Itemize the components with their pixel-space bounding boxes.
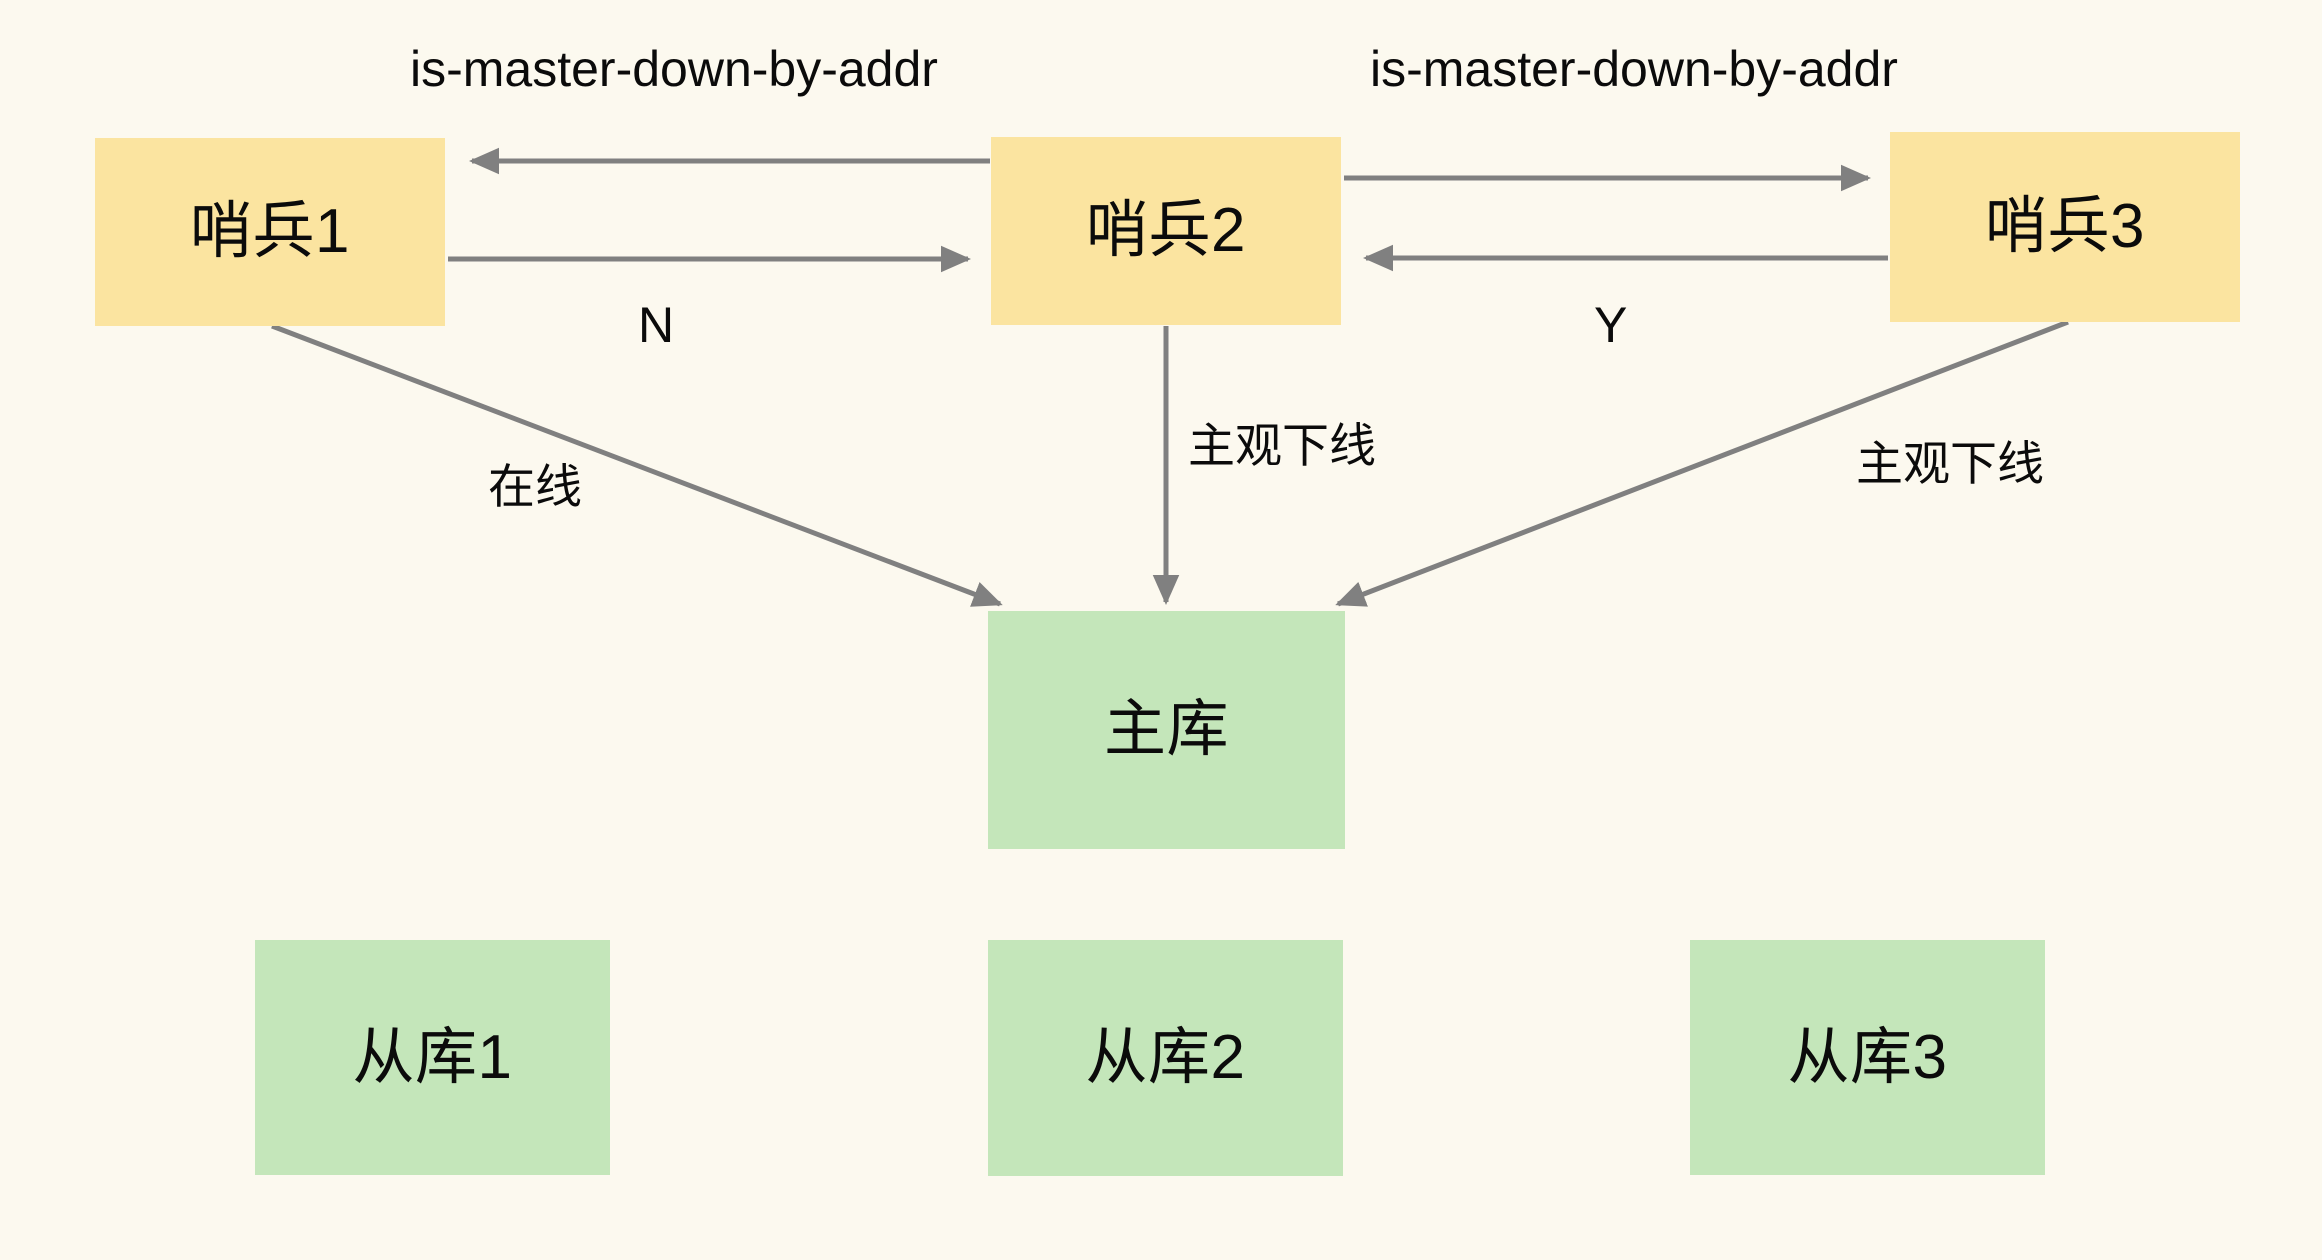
edge-label-right-query: is-master-down-by-addr [1370, 41, 1898, 97]
edge-sentinel1-to-master [271, 323, 1003, 607]
node-slave-db-1-label: 从库1 [352, 1022, 513, 1092]
node-slave-db-3[interactable]: 从库3 [1690, 940, 2045, 1175]
node-master-db[interactable]: 主库 [988, 611, 1345, 849]
node-sentinel-1-label: 哨兵1 [190, 197, 350, 266]
node-sentinel-1[interactable]: 哨兵1 [95, 138, 445, 326]
node-slave-db-2[interactable]: 从库2 [988, 940, 1343, 1176]
edge-label-sentinel3-sdown: 主观下线 [1856, 437, 2044, 490]
node-sentinel-3[interactable]: 哨兵3 [1890, 132, 2240, 322]
edge-label-left-vote: N [638, 297, 675, 353]
edge-label-sentinel2-sdown: 主观下线 [1188, 419, 1376, 472]
node-slave-db-1[interactable]: 从库1 [255, 940, 610, 1175]
edge-label-sentinel1-online: 在线 [488, 460, 582, 513]
node-sentinel-2[interactable]: 哨兵2 [991, 137, 1341, 325]
node-sentinel-2-label: 哨兵2 [1086, 196, 1246, 265]
node-master-db-label: 主库 [1103, 695, 1229, 764]
node-slave-db-2-label: 从库2 [1085, 1023, 1246, 1092]
edge-label-right-vote: Y [1594, 297, 1628, 353]
node-sentinel-3-label: 哨兵3 [1985, 192, 2145, 261]
edge-label-left-query: is-master-down-by-addr [410, 41, 938, 97]
node-slave-db-3-label: 从库3 [1787, 1022, 1948, 1092]
